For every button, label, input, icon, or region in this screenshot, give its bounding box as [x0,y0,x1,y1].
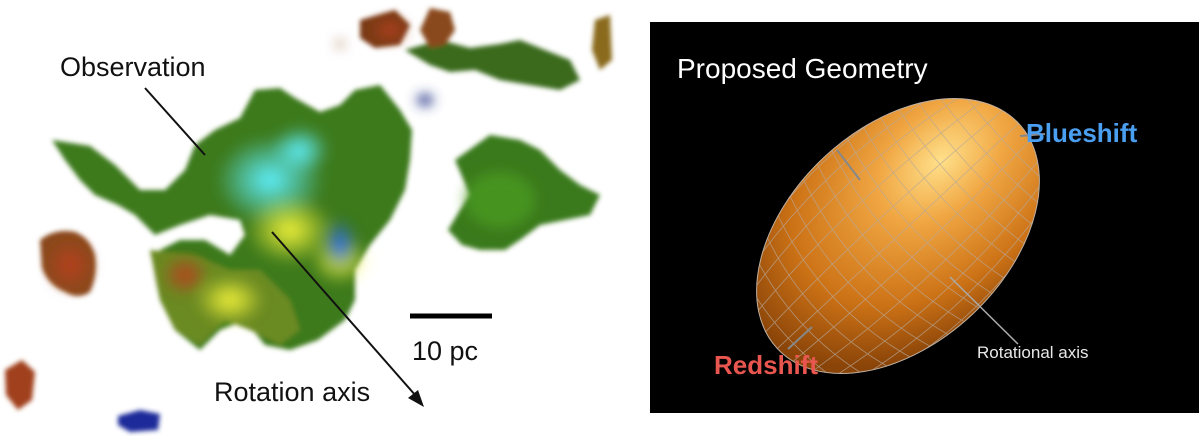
rotational-axis-label: Rotational axis [977,343,1089,362]
scale-bar-label: 10 pc [412,336,479,366]
rotation-axis-label: Rotation axis [214,377,371,407]
blueshift-label: Blueshift [1026,118,1138,148]
observation-leader-line [144,87,206,156]
gas-map-image [5,8,612,432]
ellipsoid-model [728,54,1082,405]
geometry-panel: Proposed Geometry Blueshift Redshift Rot… [650,22,1199,413]
geometry-title: Proposed Geometry [677,53,928,84]
rotation-axis-arrow [271,231,417,397]
redshift-label: Redshift [714,350,818,380]
observation-panel: Observation Rotation axis 10 pc [5,8,612,432]
observation-label: Observation [60,52,206,82]
